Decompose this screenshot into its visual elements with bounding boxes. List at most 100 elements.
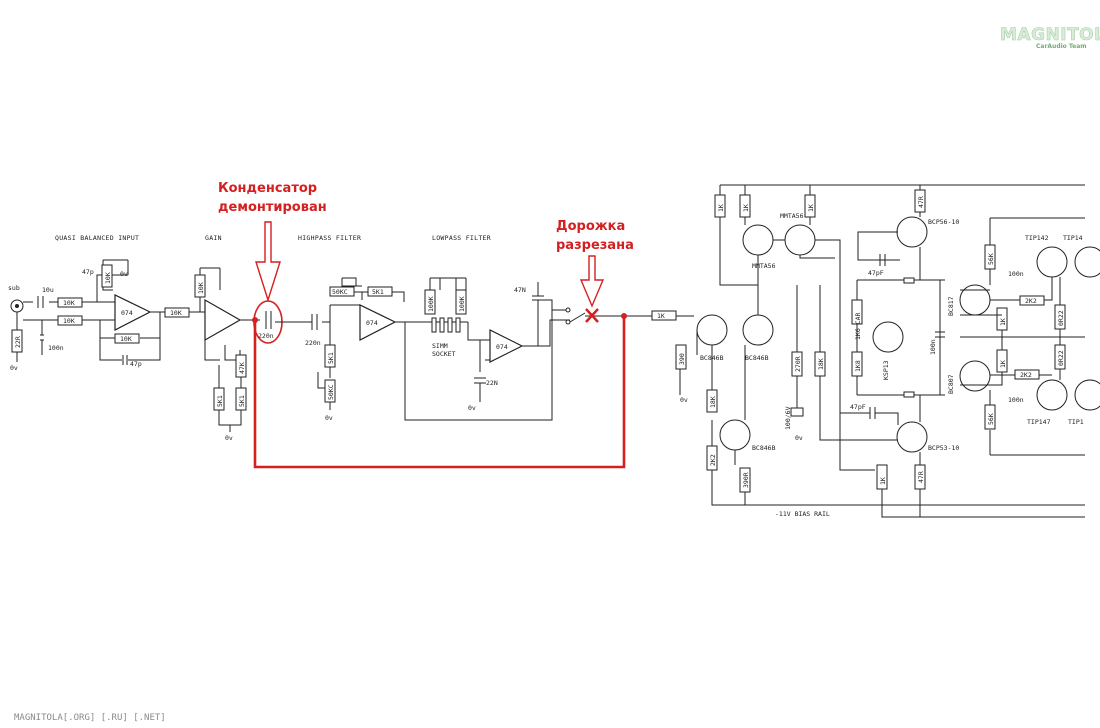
label-47r-bot: 47R [917, 471, 925, 483]
label-1k6-car: 1K6 CAR [854, 313, 862, 340]
label-bc817: BC817 [947, 296, 955, 316]
label-18k-b: 18K [817, 358, 825, 370]
annotation-capacitor-line2: демонтирован [218, 200, 327, 215]
label-simm: SIMM [432, 342, 448, 350]
label-0v-power-b: 0v [795, 434, 803, 442]
label-1k-top-c: 1K [807, 204, 815, 212]
label-100-6v: 100/6V [784, 406, 792, 430]
switch-contact-a-icon [565, 307, 571, 313]
label-5k1-a: 5K1 [216, 395, 224, 407]
label-10k-out: 10K [170, 309, 182, 317]
label-0r22-b: 0R22 [1057, 350, 1065, 366]
label-18k-a: 18K [709, 396, 717, 408]
label-tip142: TIP142 [1025, 234, 1049, 242]
label-56k-bot: 56K [987, 413, 995, 425]
label-390r: 390R [742, 472, 750, 488]
label-390: 390 [678, 353, 686, 365]
annotation-trace-line1: Дорожка [556, 219, 625, 234]
label-220n-hp: 220n [305, 339, 321, 347]
label-22n: 22N [486, 379, 498, 387]
label-5k1-hp-shunt: 5K1 [327, 352, 335, 364]
label-0v-lp: 0v [468, 404, 476, 412]
resistor-5k1-hp [367, 286, 393, 297]
simm-socket-pin-2 [439, 317, 445, 333]
transistor-tip142 [1036, 246, 1068, 278]
label-100k-b: 100K [458, 296, 466, 312]
transistor-ksp13 [872, 321, 904, 353]
label-1k-right-a: 1K [999, 318, 1007, 326]
label-47p-top: 47p [82, 268, 94, 276]
opamp-gain [204, 298, 242, 342]
label-100n-input: 100n [48, 344, 64, 352]
label-1k-right-b: 1K [999, 360, 1007, 368]
label-100k-a: 100K [427, 296, 435, 312]
label-56k-top: 56K [987, 253, 995, 265]
label-270r: 270R [794, 356, 802, 372]
resistor-2k2-bias [706, 445, 718, 471]
label-47n: 47N [514, 286, 526, 294]
resistor-390 [675, 344, 687, 370]
cut-x-stroke-b [585, 308, 599, 323]
resistor-56k-top [984, 244, 996, 270]
input-stage: QUASI BALANCED INPUT sub 22R 0v 10u 10K … [8, 234, 205, 372]
label-074-lp: 074 [496, 343, 508, 351]
annotation-trace-line2: разрезана [556, 238, 634, 253]
transistor-bc846b-b [742, 314, 774, 346]
label-1k-top-a: 1K [717, 204, 725, 212]
label-47r-top: 47R [917, 196, 925, 208]
transistor-mmta56-b [784, 224, 816, 256]
label-2k2-bias: 2K2 [709, 454, 717, 466]
highpass-filter: HIGHPASS FILTER 220n 50KC 5K1 074 5K1 50… [275, 234, 425, 422]
watermark-tagline: CarAudio Team [1036, 43, 1087, 50]
transistor-bc807 [959, 360, 991, 392]
label-100n-power: 100n [929, 339, 937, 355]
label-2k2-top: 2K2 [1025, 297, 1037, 305]
section-label-gain: GAIN [205, 234, 222, 242]
label-100n-right-top: 100n [1008, 270, 1024, 278]
section-label-lowpass: LOWPASS FILTER [432, 234, 491, 242]
label-074-hp: 074 [366, 319, 378, 327]
label-mmta56-b: MMTA56 [752, 262, 776, 270]
label-bcp56: BCP56-10 [928, 218, 959, 226]
resistor-10k-top [101, 264, 113, 288]
transistor-bc846b-c [719, 419, 751, 451]
transistor-bcp53 [896, 421, 928, 453]
label-074-input: 074 [121, 309, 133, 317]
transistor-tip147 [1036, 379, 1068, 411]
resistor-390r [739, 467, 751, 493]
simm-socket-pin-1 [431, 317, 437, 333]
transistor-tip14-partial [1074, 246, 1100, 278]
label-bc846b-c: BC846B [752, 444, 776, 452]
section-label-highpass: HIGHPASS FILTER [298, 234, 361, 242]
annotation-capacitor: Конденсатор демонтирован [218, 181, 327, 303]
arrow-down-icon-capacitor [255, 221, 281, 303]
resistor-18k-a [706, 389, 718, 413]
label-10k-b: 10K [63, 317, 75, 325]
simm-socket-pin-4 [455, 317, 461, 333]
watermark-brand: MAGNITOLA [1000, 25, 1100, 45]
label-bc846b-b: BC846B [745, 354, 769, 362]
opamp-input [114, 294, 152, 331]
simm-socket-pin-3 [447, 317, 453, 333]
label-ksp13: KSP13 [882, 360, 890, 380]
label-220n-removed: 220n [258, 332, 274, 340]
label-10k-top: 10K [104, 272, 112, 284]
annotation-trace: Дорожка разрезана [556, 219, 634, 308]
resistor-22r [11, 329, 23, 353]
capacitor-100-6v [790, 407, 804, 417]
gain-stage: GAIN 10K 47K 5K1 5K1 0v [194, 234, 260, 442]
label-sub: sub [8, 284, 20, 292]
label-0r22-a: 0R22 [1057, 310, 1065, 326]
label-tip14: TIP14 [1063, 234, 1083, 242]
label-47pf-top: 47pF [868, 269, 884, 277]
transistor-mmta56-a [742, 224, 774, 256]
footer-text: MAGNITOLA[.ORG] [.RU] [.NET] [14, 713, 166, 723]
label-5k1-b: 5K1 [238, 395, 246, 407]
label-socket: SOCKET [432, 350, 456, 358]
label-50kc-hp: 50KC [327, 384, 335, 400]
label-bc807: BC807 [947, 374, 955, 394]
power-stage: 1K 1K 1K 1K 47R MMTA56 MMTA56 BC846B BC8… [651, 184, 1100, 518]
transistor-bcp56 [896, 216, 928, 248]
annotation-capacitor-line1: Конденсатор [218, 181, 317, 196]
